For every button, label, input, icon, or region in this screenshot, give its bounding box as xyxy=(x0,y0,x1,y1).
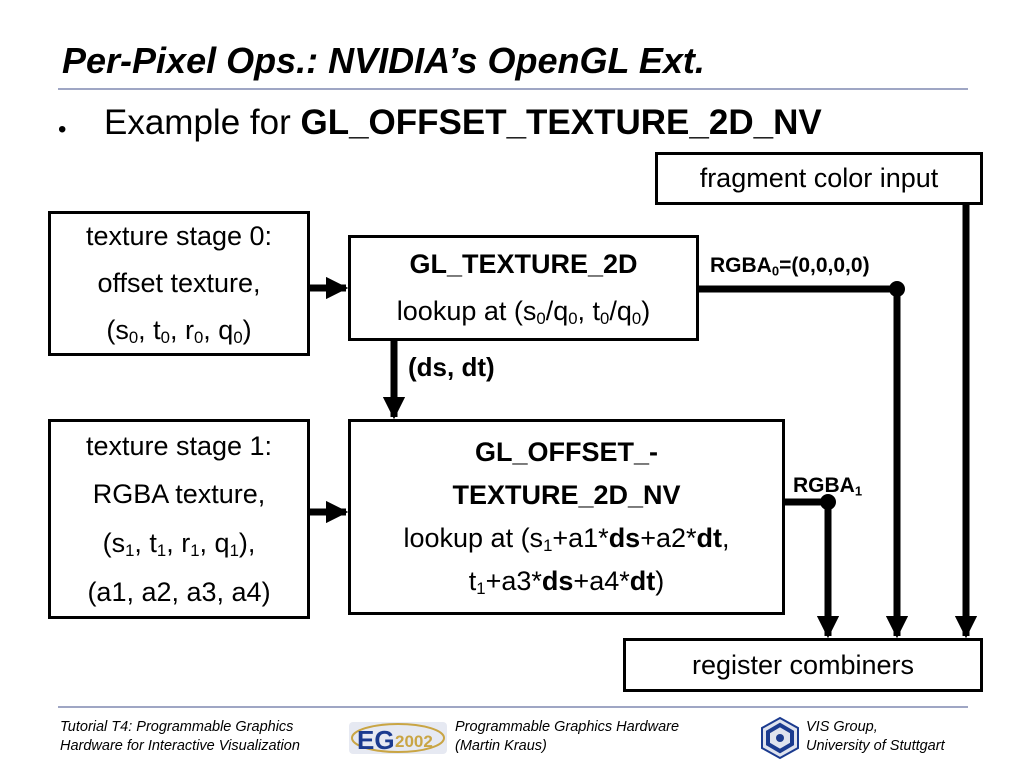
line-rgba1 xyxy=(785,498,840,639)
stage1-coords: (s1, t1, r1, q1), xyxy=(102,528,256,561)
eg2002-logo-icon: EG 2002 xyxy=(349,722,447,755)
footer-divider xyxy=(58,706,968,708)
stage0-heading: texture stage 0: xyxy=(85,220,273,251)
offset-lookup-line2: t1+a3*ds+a4*dt) xyxy=(468,566,665,599)
stage0-coords: (s0, t0, r0, q0) xyxy=(106,315,252,348)
offset-lookup-line1: lookup at (s1+a1*ds+a2*dt, xyxy=(403,523,730,556)
title-divider xyxy=(58,88,968,90)
fragment-color-input-label: fragment color input xyxy=(699,163,939,194)
bullet-bold-term: GL_OFFSET_TEXTURE_2D_NV xyxy=(300,103,822,142)
stage1-heading: texture stage 1: xyxy=(85,430,273,461)
slide-title: Per-Pixel Ops.: NVIDIA’s OpenGL Ext. xyxy=(62,40,705,81)
stage1-type: RGBA texture, xyxy=(92,479,266,510)
svg-text:2002: 2002 xyxy=(395,732,433,751)
footer-group-info: VIS Group, University of Stuttgart xyxy=(806,719,945,754)
bullet-text: Example for GL_OFFSET_TEXTURE_2D_NV xyxy=(104,103,822,143)
tex2d-lookup: lookup at (s0/q0, t0/q0) xyxy=(396,296,651,329)
footer-tutorial-info: Tutorial T4: Programmable Graphics Hardw… xyxy=(60,719,300,754)
junction-dot-rgba0 xyxy=(889,281,905,297)
texture-stage-1-box: texture stage 1: RGBA texture, (s1, t1, … xyxy=(48,419,310,619)
svg-text:EG: EG xyxy=(357,725,395,755)
bullet-prefix: Example for xyxy=(104,103,301,142)
rgba1-label: RGBA1 xyxy=(793,474,863,499)
stage1-matrix: (a1, a2, a3, a4) xyxy=(87,576,271,607)
offset-title-line2: TEXTURE_2D_NV xyxy=(452,479,681,510)
gl-offset-texture-2d-nv-box: GL_OFFSET_- TEXTURE_2D_NV lookup at (s1+… xyxy=(348,419,785,615)
junction-dot-rgba1 xyxy=(820,494,836,510)
gl-texture-2d-box: GL_TEXTURE_2D lookup at (s0/q0, t0/q0) xyxy=(348,235,699,341)
ds-dt-label: (ds, dt) xyxy=(408,352,495,382)
register-combiners-label: register combiners xyxy=(691,649,915,680)
fragment-color-input-box: fragment color input xyxy=(655,152,983,205)
texture-stage-0-box: texture stage 0: offset texture, (s0, t0… xyxy=(48,211,310,356)
stage0-type: offset texture, xyxy=(97,267,261,298)
bullet-marker: • xyxy=(58,116,67,143)
footer-course-info: Programmable Graphics Hardware (Martin K… xyxy=(455,719,680,754)
tex2d-title: GL_TEXTURE_2D xyxy=(409,248,638,279)
rgba0-label: RGBA0=(0,0,0,0) xyxy=(710,254,870,279)
offset-title-line1: GL_OFFSET_- xyxy=(474,436,658,467)
register-combiners-box: register combiners xyxy=(623,638,983,692)
vis-group-logo-icon xyxy=(761,716,799,760)
